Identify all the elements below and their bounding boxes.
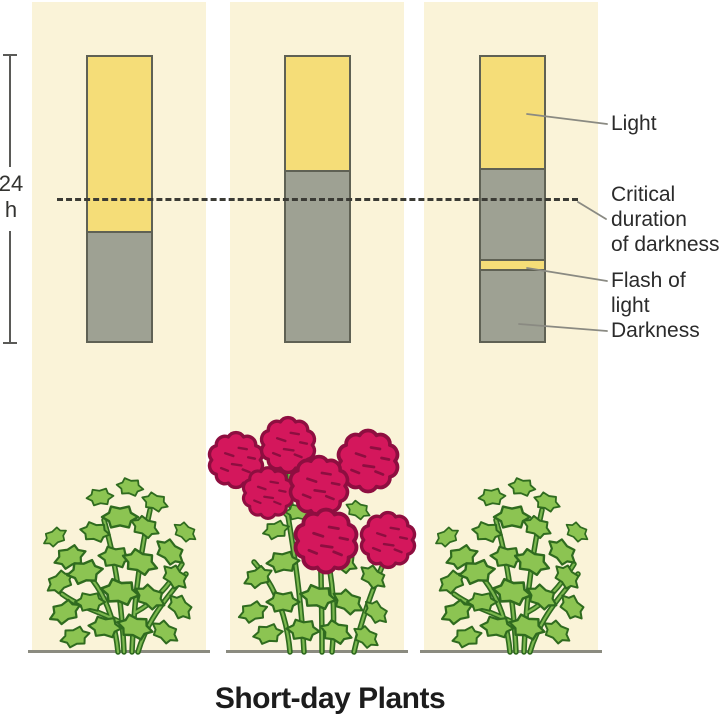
axis-duration-value: 24	[0, 171, 24, 196]
axis-line-upper	[9, 55, 11, 167]
darkness-segment	[481, 269, 544, 341]
axis-bottom-tick	[3, 342, 17, 344]
critical-duration-label: Critical duration of darkness	[611, 182, 720, 257]
flash-label-line2: light	[611, 294, 650, 317]
critical-label-line2: duration	[611, 208, 687, 231]
axis-line-lower	[9, 231, 11, 343]
darkness-label: Darkness	[611, 319, 700, 342]
light-segment	[481, 57, 544, 168]
darkness-segment	[481, 167, 544, 259]
flash-of-light-label: Flash of light	[611, 268, 686, 318]
axis-duration-unit: h	[4, 197, 18, 222]
critical-label-line3: of darkness	[611, 233, 720, 256]
flowering-plant	[228, 412, 404, 654]
vegetative-plant-3	[432, 462, 592, 652]
critical-duration-dashed-line	[57, 198, 578, 201]
ground-line-2	[226, 650, 408, 653]
flash-of-light-segment	[481, 258, 544, 270]
critical-label-line1: Critical	[611, 183, 676, 206]
figure-caption: Short-day Plants	[214, 682, 446, 715]
light-segment	[88, 57, 151, 232]
light-segment	[286, 57, 349, 170]
flash-label-line1: Flash of	[611, 269, 686, 292]
vegetative-plant-1	[40, 462, 200, 652]
photoperiod-bar-1	[86, 55, 153, 343]
darkness-segment	[88, 231, 151, 341]
darkness-segment	[286, 169, 349, 341]
light-label: Light	[611, 112, 657, 135]
